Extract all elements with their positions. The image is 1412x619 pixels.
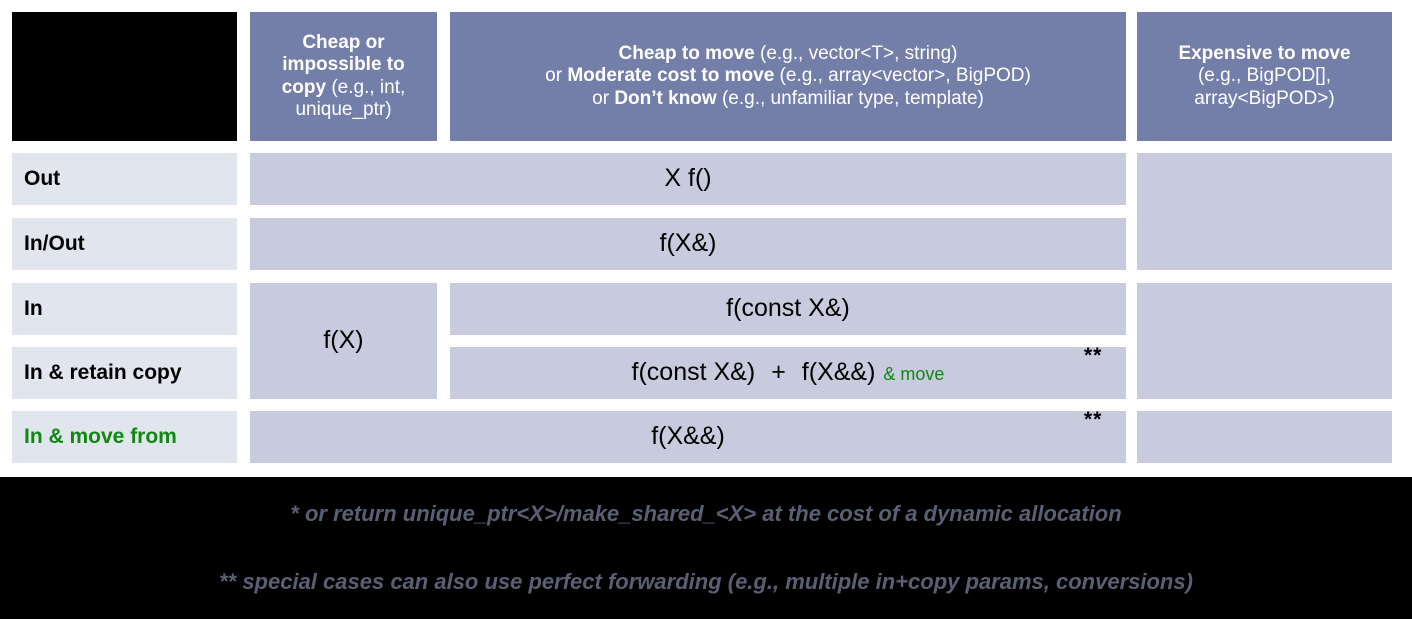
footnote-single-asterisk: * or return unique_ptr<X>/make_shared_<X… [290, 501, 1122, 526]
row-label-text: In & move from [24, 424, 177, 448]
cell-in-cheap-copy-signature: f(X) [250, 283, 437, 399]
footnote-marker-retain-copy: ** [1084, 344, 1103, 367]
header-line: impossible to [282, 54, 405, 76]
header-line: (e.g., BigPOD[], [1197, 65, 1332, 87]
signature-text: f(X&) [659, 229, 717, 258]
cell-in-retain-copy-signature: f(const X&) + f(X&&) & move [450, 347, 1126, 399]
header-line: unique_ptr) [295, 98, 392, 120]
row-label-in-out: In/Out [12, 218, 237, 270]
cell-in-move-from-signature: f(X&&) [250, 411, 1126, 463]
header-line: Cheap to move (e.g., vector<T>, string) [618, 42, 958, 64]
footnote-double-asterisk: ** special cases can also use perfect fo… [219, 569, 1193, 594]
header-line: array<BigPOD>) [1194, 87, 1335, 109]
row-label-in: In [12, 283, 237, 335]
row-label-text: In & retain copy [24, 360, 182, 384]
cell-in-signature: f(const X&) [450, 283, 1126, 335]
signature-text: f(X&&) [651, 422, 725, 451]
column-header-expensive-to-move: Expensive to move (e.g., BigPOD[], array… [1137, 12, 1392, 141]
corner-block [12, 12, 237, 141]
row-label-out: Out [12, 153, 237, 205]
row-label-in-move-from: In & move from [12, 411, 237, 463]
footnotes-area: * or return unique_ptr<X>/make_shared_<X… [0, 477, 1412, 619]
cell-out-signature: X f() [250, 153, 1126, 205]
signature-text: f(const X&) [726, 294, 850, 323]
header-line: or Don’t know (e.g., unfamiliar type, te… [592, 87, 984, 109]
signature-group: f(const X&) + f(X&&) & move [632, 358, 945, 388]
cell-in-out-signature: f(X&) [250, 218, 1126, 270]
column-header-cheap-to-move: Cheap to move (e.g., vector<T>, string) … [450, 12, 1126, 141]
plus-operator: + [771, 358, 786, 387]
header-line: Expensive to move [1178, 42, 1351, 64]
footnote-marker-move-from: ** [1084, 408, 1103, 431]
guidelines-table: Cheap or impossible to copy (e.g., int, … [0, 0, 1412, 477]
signature-rvalue-ref: f(X&&) [801, 358, 876, 387]
signature-text: f(X) [323, 326, 364, 355]
cell-expensive-out-in-out [1137, 153, 1392, 270]
row-label-text: In/Out [24, 231, 85, 255]
column-header-cheap-or-impossible-to-copy: Cheap or impossible to copy (e.g., int, … [250, 12, 437, 141]
signature-const-ref: f(const X&) [631, 358, 756, 387]
row-label-text: In [24, 296, 43, 320]
cell-expensive-in-move-from [1137, 411, 1392, 463]
signature-text: X f() [664, 164, 712, 193]
row-label-text: Out [24, 166, 61, 190]
row-label-in-retain-copy: In & retain copy [12, 347, 237, 399]
header-line: or Moderate cost to move (e.g., array<ve… [545, 65, 1031, 87]
header-line: Cheap or [302, 31, 385, 53]
cell-expensive-in-retain-copy [1137, 283, 1392, 399]
and-move-note: & move [883, 364, 945, 385]
header-line: copy (e.g., int, [281, 76, 406, 98]
